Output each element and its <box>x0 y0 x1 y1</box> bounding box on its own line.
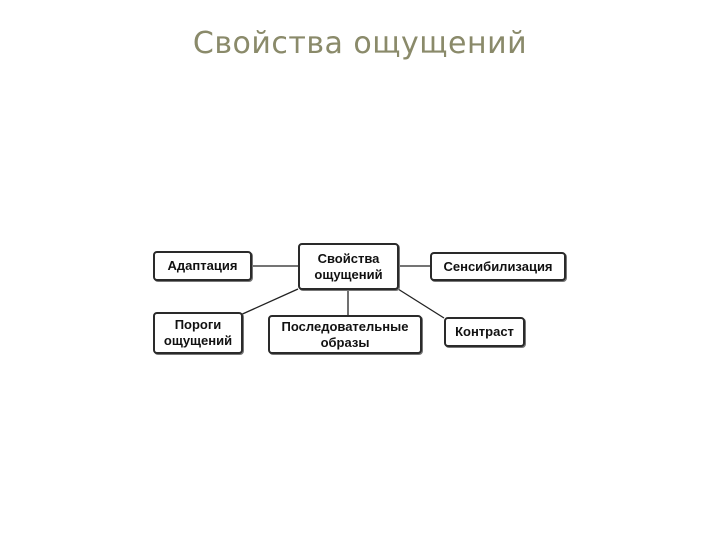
node-adaptation: Адаптация <box>153 251 252 281</box>
node-afterimages: Последовательные образы <box>268 315 422 354</box>
node-center-label: Свойства ощущений <box>314 250 383 282</box>
node-contrast: Контраст <box>444 317 525 347</box>
node-afterimages-label: Последовательные образы <box>281 318 409 350</box>
node-adaptation-label: Адаптация <box>167 258 238 273</box>
node-sensitization-label: Сенсибилизация <box>443 258 553 274</box>
node-center: Свойства ощущений <box>298 243 399 290</box>
node-sensitization: Сенсибилизация <box>430 252 566 281</box>
edge-center-contrast <box>397 288 445 319</box>
node-thresholds-label: Пороги ощущений <box>163 317 233 348</box>
node-contrast-label: Контраст <box>455 324 514 339</box>
node-thresholds: Пороги ощущений <box>153 312 243 354</box>
edge-center-thresholds <box>237 288 299 317</box>
slide-title: Свойства ощущений <box>192 26 528 61</box>
